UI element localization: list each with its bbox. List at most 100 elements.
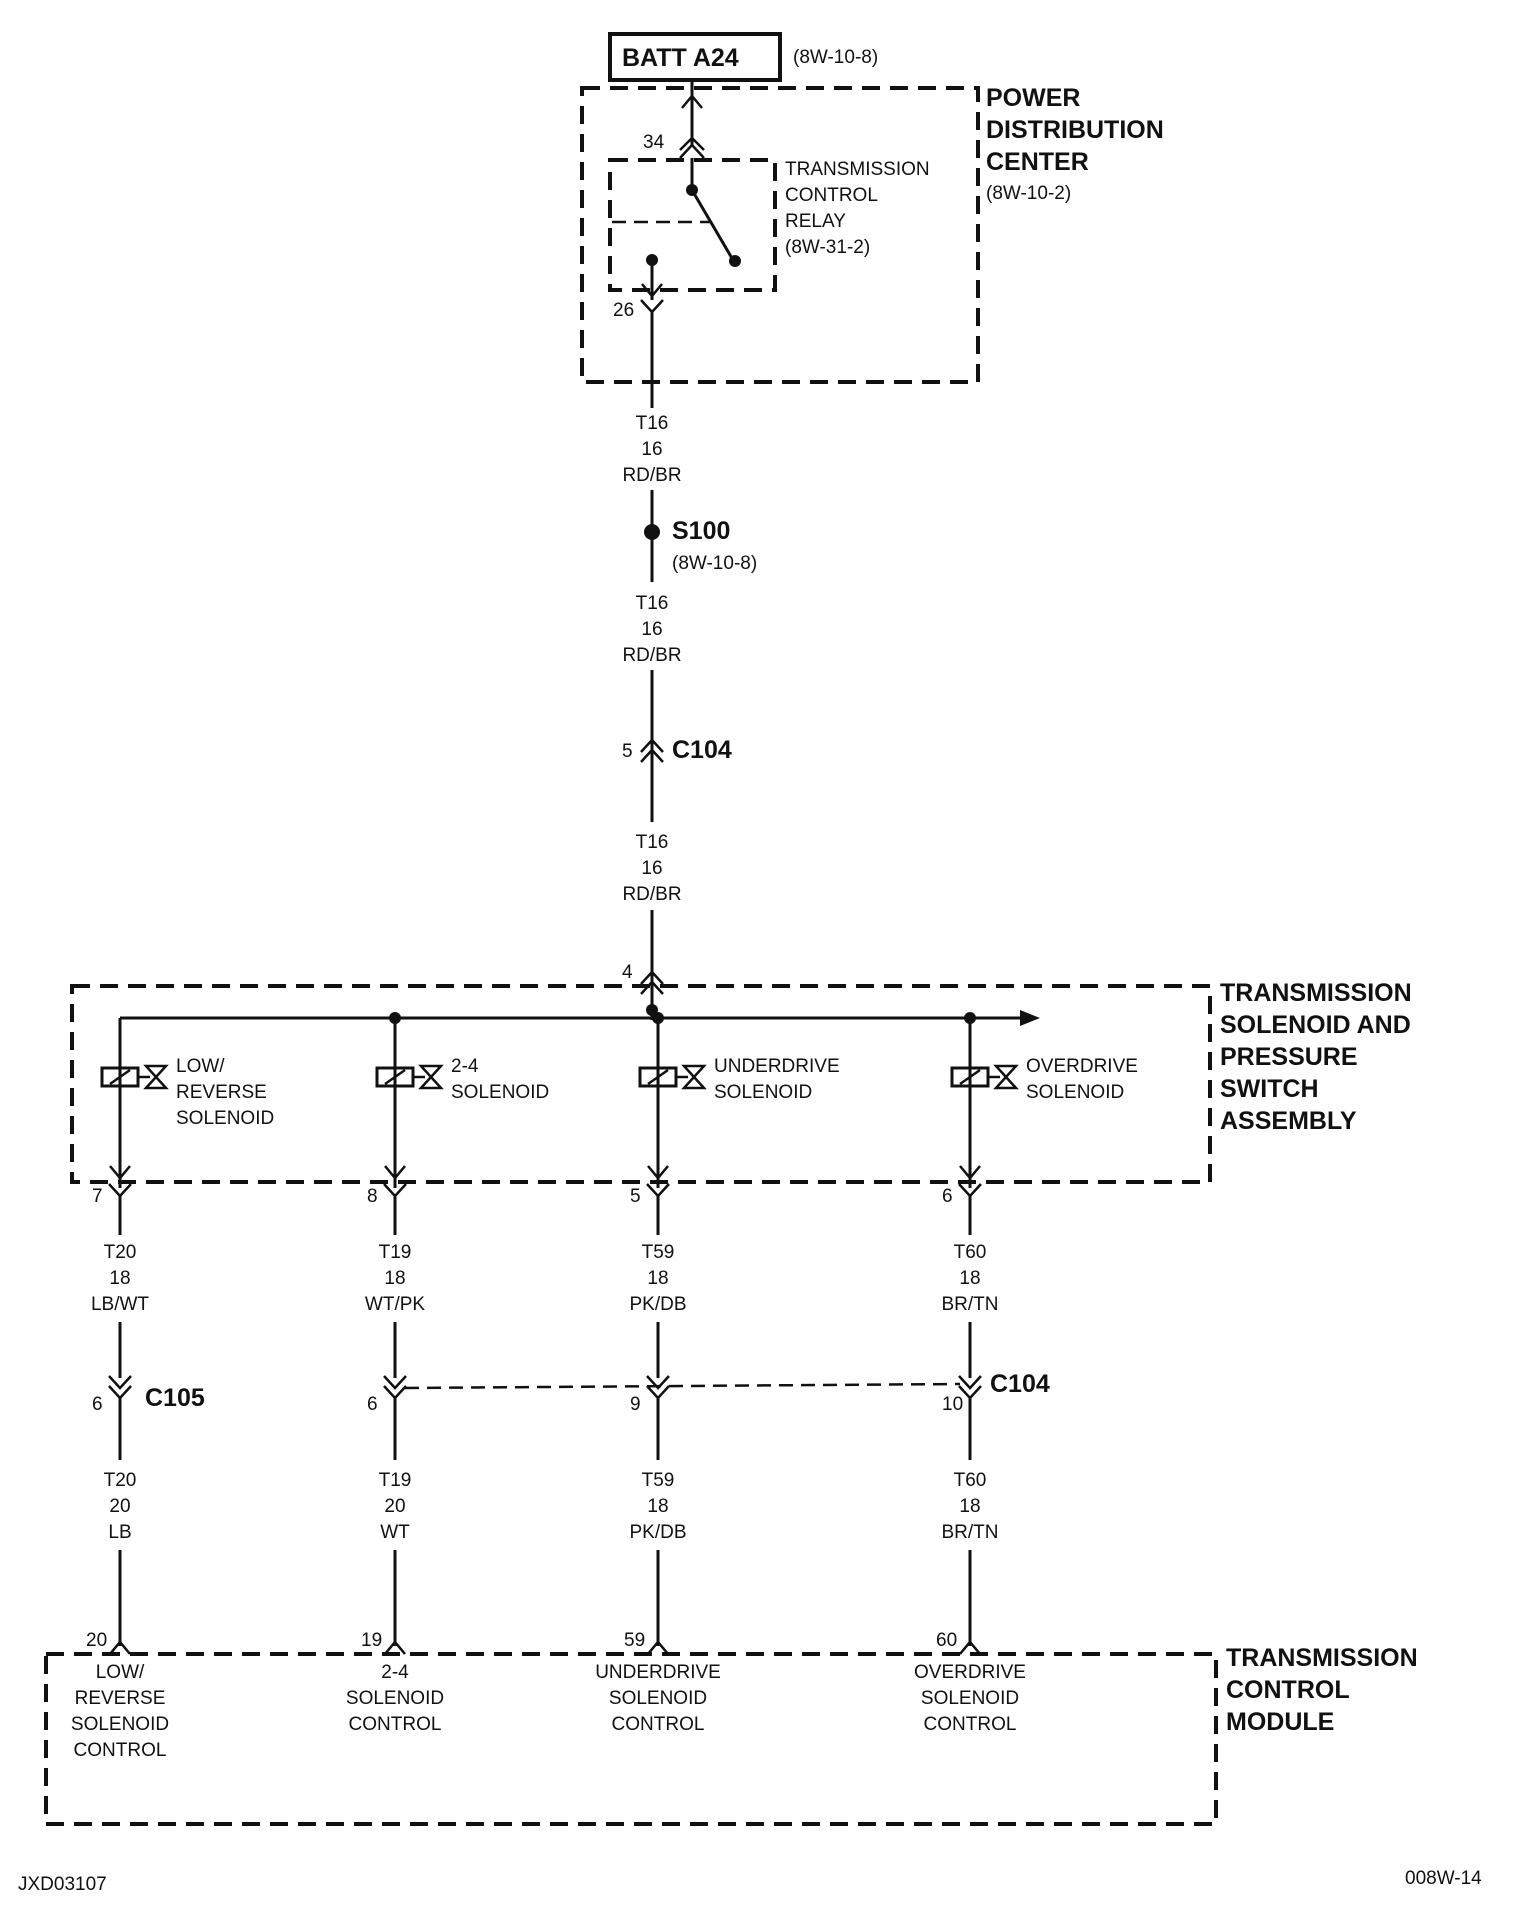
low-reverse-solenoid-label-1: LOW/ [176, 1056, 225, 1077]
overdrive-out-arrow [959, 1165, 981, 1180]
assembly-pin-4-connector [640, 970, 664, 985]
relay-label-4: (8W-31-2) [785, 237, 870, 258]
battery-box [608, 32, 782, 82]
underdrive-inline-pin: 9 [630, 1394, 641, 1415]
overdrive-tcm-label-3: CONTROL [924, 1714, 1017, 1735]
assembly-title-1: TRANSMISSION [1220, 979, 1412, 1007]
2-4-out-arrow [384, 1165, 406, 1180]
assembly-pin-4-connector-2 [640, 980, 664, 995]
tcm-title-1: TRANSMISSION [1226, 1644, 1418, 1672]
overdrive-wire-2-circuit: T60 [954, 1470, 987, 1491]
overdrive-wire-1-color: BR/TN [942, 1294, 999, 1315]
low-reverse-wire-1-gauge: 18 [109, 1268, 130, 1289]
overdrive-tcm-label-2: SOLENOID [921, 1688, 1019, 1709]
feed-wire-1-gauge: 16 [641, 439, 662, 460]
c104-bottom-label: C104 [990, 1370, 1050, 1398]
c105-label: C105 [145, 1384, 205, 1412]
overdrive-inline-connector-1 [958, 1375, 982, 1390]
low-reverse-tcm-connector [109, 1640, 131, 1655]
low-reverse-solenoid-label-3: SOLENOID [176, 1108, 274, 1129]
overdrive-wire-2-gauge: 18 [959, 1496, 980, 1517]
underdrive-inline-connector-1 [646, 1375, 670, 1390]
underdrive-tcm-label-1: UNDERDRIVE [595, 1662, 721, 1683]
assembly-title-2: SOLENOID AND [1220, 1011, 1411, 1039]
feed-wire-1-circuit: T16 [636, 413, 669, 434]
2-4-wire-2-color: WT [380, 1522, 410, 1543]
tcm-title-3: MODULE [1226, 1708, 1334, 1736]
low-reverse-tcm-label-4: CONTROL [74, 1740, 167, 1761]
pdc-pin-34: 34 [643, 132, 665, 153]
pdc-title-3: CENTER [986, 148, 1089, 176]
overdrive-tcm-connector [959, 1640, 981, 1655]
overdrive-tcm-label-1: OVERDRIVE [914, 1662, 1026, 1683]
underdrive-wire-2-gauge: 18 [647, 1496, 668, 1517]
bus-node-feed [646, 1004, 658, 1016]
underdrive-wire-1-circuit: T59 [642, 1242, 675, 1263]
c104-top-label: C104 [672, 736, 732, 764]
relay-label-2: CONTROL [785, 185, 878, 206]
feed-wire-2-color: RD/BR [622, 645, 681, 666]
tcm-title-2: CONTROL [1226, 1676, 1350, 1704]
underdrive-tcm-label-2: SOLENOID [609, 1688, 707, 1709]
underdrive-wire-2-color: PK/DB [629, 1522, 686, 1543]
battery-label: BATT A24 [622, 44, 739, 72]
2-4-tcm-connector [384, 1640, 406, 1655]
assembly-bus-arrow [1020, 1010, 1040, 1026]
pdc-title-1: POWER [986, 84, 1080, 112]
overdrive-inline-pin: 10 [942, 1394, 963, 1415]
relay-output-arrow [641, 283, 663, 298]
2-4-tcm-label-2: SOLENOID [346, 1688, 444, 1709]
low-reverse-inline-connector-1 [108, 1375, 132, 1390]
2-4-solenoid-label-1: 2-4 [451, 1056, 479, 1077]
2-4-wire-1-circuit: T19 [379, 1242, 412, 1263]
low-reverse-tcm-label-2: REVERSE [75, 1688, 166, 1709]
overdrive-solenoid-coil-slash [959, 1068, 981, 1086]
overdrive-tcm-pin: 60 [936, 1630, 957, 1651]
2-4-inline-pin: 6 [367, 1394, 378, 1415]
c104-bottom-link [404, 1382, 961, 1390]
pdc-pin-26-connector [640, 299, 664, 314]
feed-wire-2-circuit: T16 [636, 593, 669, 614]
low-reverse-tcm-label-1: LOW/ [96, 1662, 145, 1683]
pdc-box [580, 86, 980, 384]
solenoid-branches: LOW/REVERSESOLENOID7T2018LB/WT6T2020LB20… [71, 1018, 1138, 1761]
low-reverse-wire-1-color: LB/WT [91, 1294, 149, 1315]
pdc-title-2: DISTRIBUTION [986, 116, 1164, 144]
underdrive-valve-icon [681, 1064, 707, 1090]
2-4-wire-1-gauge: 18 [384, 1268, 405, 1289]
c104-top-connector-1 [640, 738, 664, 753]
2-4-out-pin: 8 [367, 1186, 378, 1207]
overdrive-valve-icon [993, 1064, 1019, 1090]
overdrive-solenoid-label-2: SOLENOID [1026, 1082, 1124, 1103]
2-4-tcm-label-1: 2-4 [381, 1662, 409, 1683]
low-reverse-out-arrow [109, 1165, 131, 1180]
2-4-tcm-pin: 19 [361, 1630, 382, 1651]
low-reverse-tcm-label-3: SOLENOID [71, 1714, 169, 1735]
assembly-title-4: SWITCH [1220, 1075, 1319, 1103]
splice-label: S100 [672, 517, 730, 545]
underdrive-tcm-label-3: CONTROL [612, 1714, 705, 1735]
overdrive-wire-1-gauge: 18 [959, 1268, 980, 1289]
assembly-title-5: ASSEMBLY [1220, 1107, 1357, 1135]
c104-top-pin: 5 [622, 741, 633, 762]
low-reverse-inline-pin: 6 [92, 1394, 103, 1415]
2-4-wire-1-color: WT/PK [365, 1294, 425, 1315]
low-reverse-solenoid-coil-slash [109, 1068, 131, 1086]
relay-label-1: TRANSMISSION [785, 159, 930, 180]
low-reverse-solenoid-label-2: REVERSE [176, 1082, 267, 1103]
relay-pin-34-connector [679, 143, 705, 159]
battery-ref: (8W-10-8) [793, 47, 878, 68]
relay-switch-arm [690, 189, 735, 261]
overdrive-solenoid-label-1: OVERDRIVE [1026, 1056, 1138, 1077]
2-4-tcm-label-3: CONTROL [349, 1714, 442, 1735]
2-4-inline-connector-1 [383, 1375, 407, 1390]
underdrive-tcm-connector [647, 1640, 669, 1655]
underdrive-solenoid-label-2: SOLENOID [714, 1082, 812, 1103]
footer-left-code: JXD03107 [18, 1874, 107, 1895]
relay-pin-34-connector-2 [679, 136, 705, 151]
low-reverse-wire-2-gauge: 20 [109, 1496, 130, 1517]
overdrive-wire-1-circuit: T60 [954, 1242, 987, 1263]
underdrive-out-arrow [647, 1165, 669, 1180]
low-reverse-wire-2-color: LB [108, 1522, 131, 1543]
low-reverse-valve-icon [143, 1064, 169, 1090]
